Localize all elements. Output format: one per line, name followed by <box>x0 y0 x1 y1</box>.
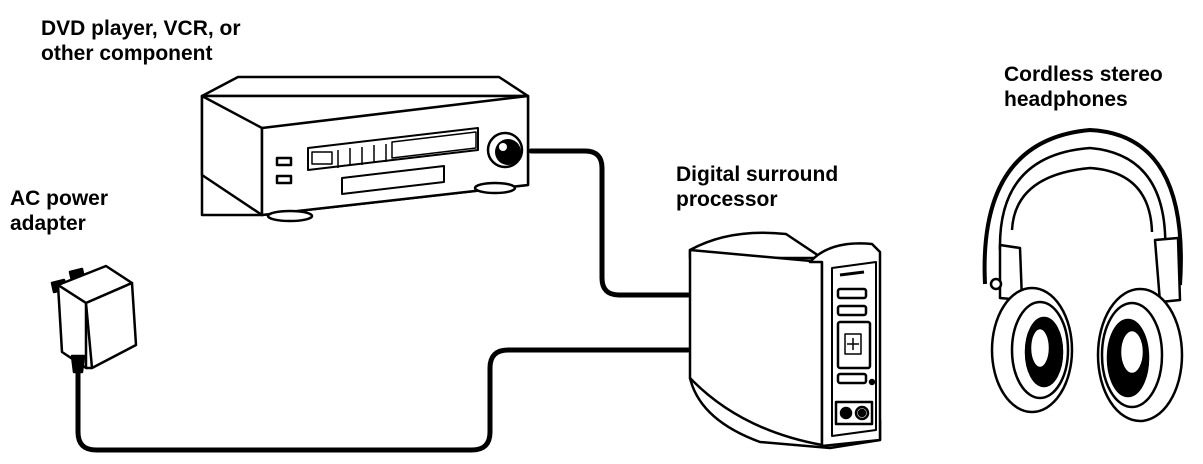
dvd-player-label: DVD player, VCR, or other component <box>41 16 241 66</box>
av-cable <box>528 148 691 298</box>
ac-adapter-label: AC power adapter <box>10 186 108 236</box>
headphones-label-line-1: Cordless stereo <box>1004 63 1163 86</box>
cables <box>75 148 691 453</box>
processor-label: Digital surround processor <box>676 162 838 212</box>
surround-processor <box>688 231 882 450</box>
dvd-player-label-line-2: other component <box>41 42 213 65</box>
headphones-label-line-2: headphones <box>1004 88 1128 111</box>
ac-adapter <box>50 264 138 374</box>
dvd-player <box>200 75 530 223</box>
ac-adapter-label-line-2: adapter <box>10 212 86 235</box>
dvd-player-label-line-1: DVD player, VCR, or <box>41 17 241 40</box>
headphones-label: Cordless stereo headphones <box>1004 62 1163 112</box>
ac-adapter-label-line-1: AC power <box>10 187 109 210</box>
processor-label-line-2: processor <box>676 188 778 211</box>
headphones <box>982 128 1184 423</box>
power-cable <box>75 347 691 453</box>
processor-label-line-1: Digital surround <box>676 163 839 186</box>
